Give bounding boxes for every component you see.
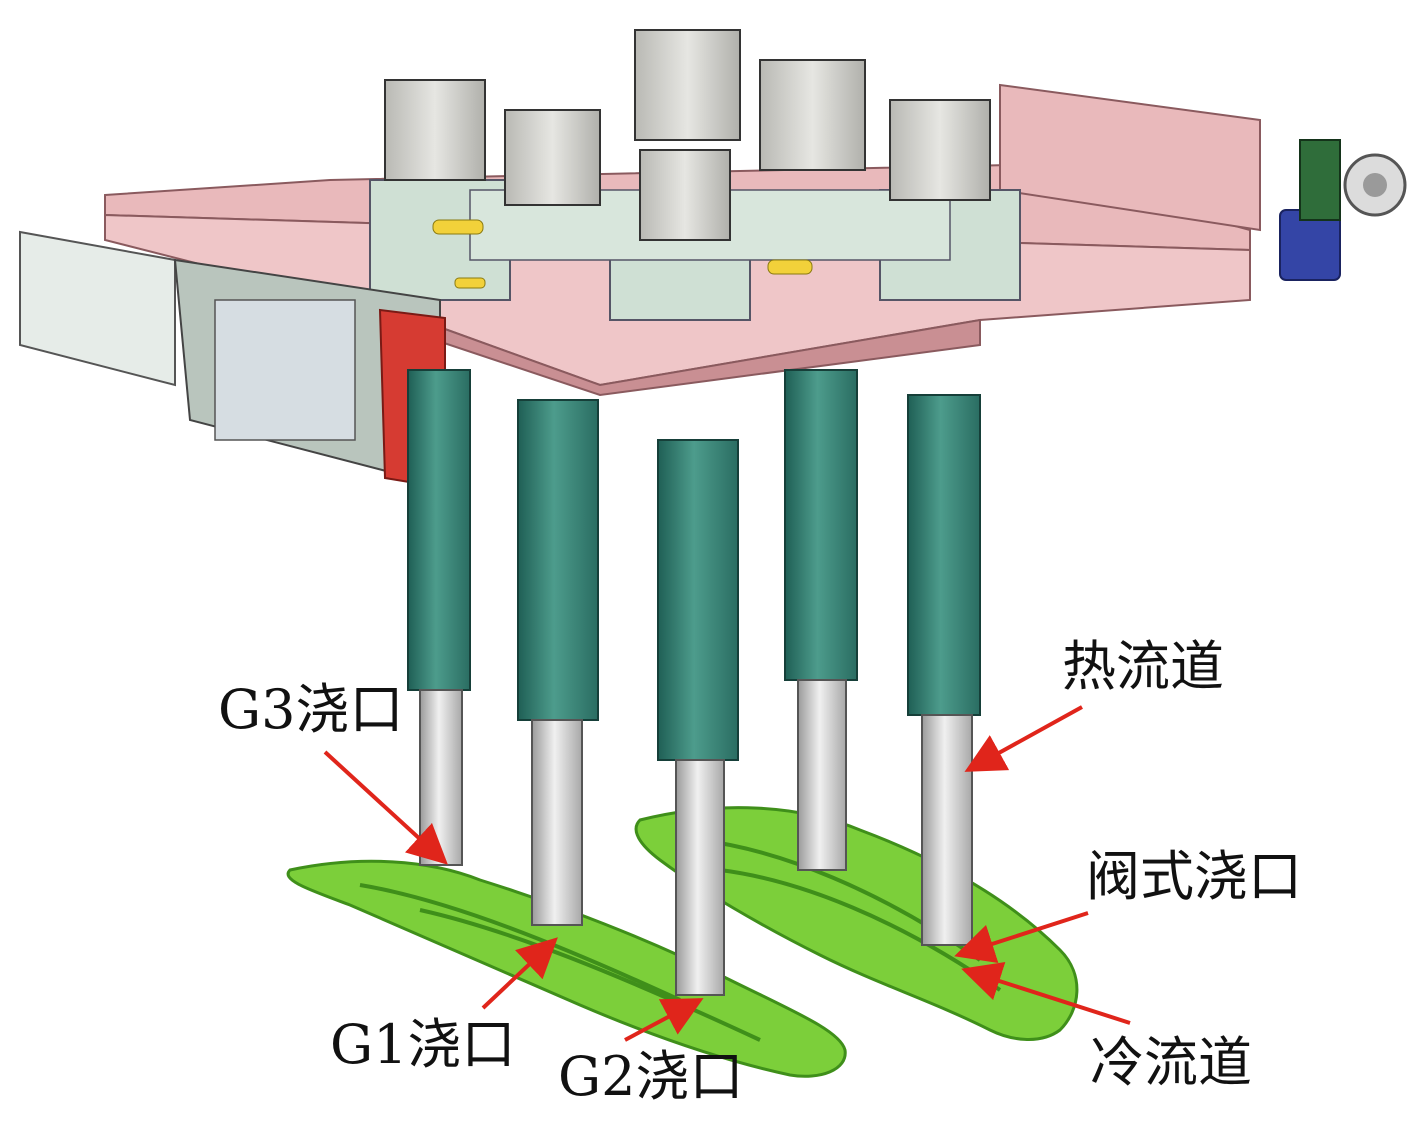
pneumatic-valve-assembly <box>1279 139 1407 281</box>
label-cold-runner: 冷流道 <box>1090 1031 1252 1094</box>
nozzle-5 <box>907 394 981 946</box>
yellow-fittings <box>432 219 813 289</box>
label-g2-gate: G2浇口 <box>558 1045 744 1108</box>
nozzle-4 <box>784 369 858 871</box>
nozzle-2 <box>517 399 599 926</box>
electrical-connector-assembly <box>19 230 446 490</box>
arrow-cold-runner <box>961 961 1131 1025</box>
annotation-arrows <box>323 705 1131 1042</box>
nozzle-1 <box>407 369 471 866</box>
part-rib-left <box>359 883 761 1042</box>
label-g3-gate: G3浇口 <box>218 678 404 741</box>
arrow-valve-gate <box>954 911 1089 963</box>
arrow-g2 <box>624 998 704 1042</box>
nozzle-3 <box>657 439 739 996</box>
label-valve-gate: 阀式浇口 <box>1086 845 1302 908</box>
valve-actuators <box>384 29 991 241</box>
molded-part-left <box>286 859 847 1078</box>
label-g1-gate: G1浇口 <box>330 1013 516 1076</box>
arrow-hot-runner <box>964 705 1083 772</box>
arrow-g3 <box>323 750 448 865</box>
arrow-g1 <box>481 937 558 1010</box>
label-hot-runner: 热流道 <box>1062 635 1224 698</box>
